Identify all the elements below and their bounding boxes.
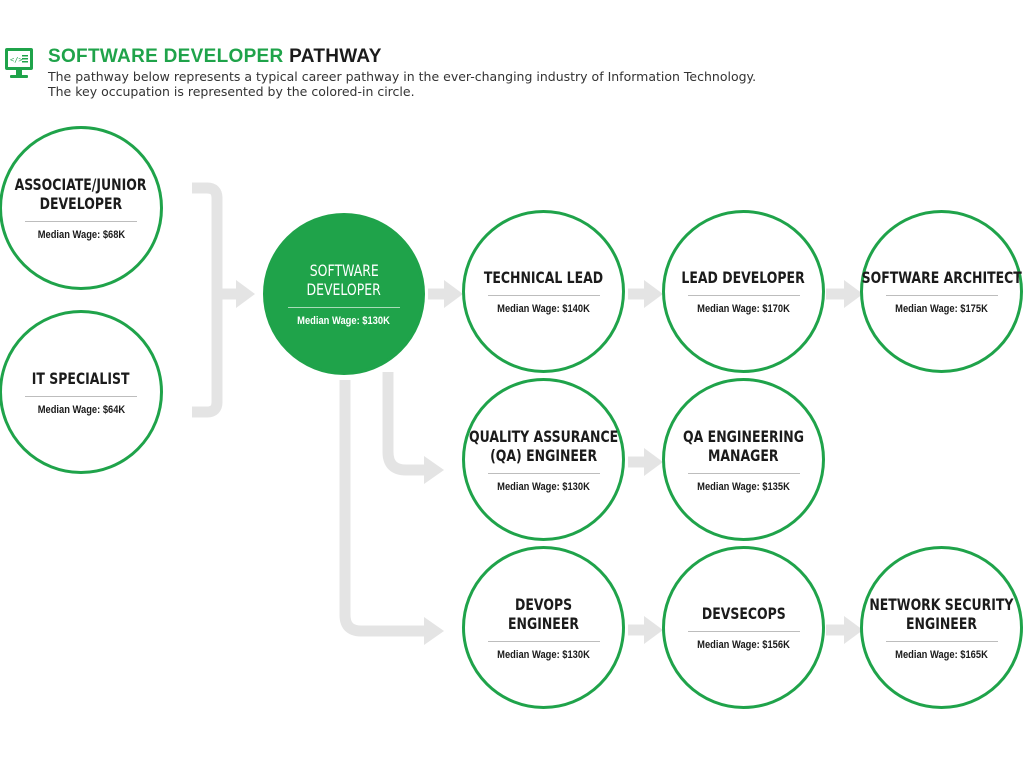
arrowhead-devsecops-to-network: [844, 616, 863, 644]
node-divider: [885, 640, 998, 642]
node-title: DevSecOps: [701, 604, 786, 623]
node-wage: Median Wage: $175K: [895, 303, 988, 315]
page-title-accent: SOFTWARE DEVELOPER: [48, 46, 284, 67]
node-wage: Median Wage: $130K: [497, 648, 590, 661]
node-title: QA ENGINEERING: [683, 426, 804, 446]
node-wage: Median Wage: $130K: [297, 315, 391, 327]
node-software-developer: SOFTWARE DEVELOPER Median Wage: $130K: [263, 213, 425, 375]
node-divider: [885, 295, 998, 296]
node-qa-engineer: QUALITY ASSURANCE (QA) ENGINEER Median W…: [462, 378, 625, 541]
node-wage: Median Wage: $135K: [697, 480, 790, 493]
subtitle-line-1: The pathway below represents a typical c…: [48, 69, 757, 84]
node-qa-engineering-manager: QA ENGINEERING MANAGER Median Wage: $135…: [662, 378, 825, 541]
node-wage: Median Wage: $156K: [697, 639, 790, 651]
node-title: DevOps: [514, 594, 573, 614]
connector-dev-to-qa: [382, 372, 424, 476]
arrowhead-dev-to-tech: [444, 280, 463, 308]
node-title: ASSOCIATE/JUNIOR: [15, 175, 147, 194]
node-divider: [687, 295, 800, 296]
node-lead-developer: LEAD DEVELOPER Median Wage: $170K: [662, 210, 825, 373]
merge-bracket: [192, 182, 223, 418]
node-title: QUALITY ASSURANCE: [468, 426, 619, 446]
node-title: SOFTWARE ARCHITECT: [861, 268, 1022, 287]
svg-text:</>: </>: [10, 56, 23, 64]
node-title: ENGINEER: [906, 613, 977, 633]
node-wage: Median Wage: $170K: [697, 303, 790, 315]
arrowhead-merge: [236, 280, 255, 308]
node-divider: [25, 395, 137, 397]
node-wage: Median Wage: $64K: [37, 403, 125, 416]
node-title: NETWORK SECURITY: [869, 594, 1014, 614]
node-software-architect: SOFTWARE ARCHITECT Median Wage: $175K: [860, 210, 1023, 373]
node-associate-junior-developer: ASSOCIATE/JUNIOR DEVELOPER Median Wage: …: [0, 126, 163, 290]
node-divider: [687, 472, 800, 474]
arrowhead-dev-to-devops: [424, 617, 444, 645]
node-it-specialist: IT SPECIALIST Median Wage: $64K: [0, 310, 163, 474]
node-divider: [288, 307, 400, 308]
node-title: (QA) ENGINEER: [490, 445, 597, 465]
node-divider: [25, 221, 137, 222]
node-title: DEVELOPER: [306, 280, 382, 299]
node-divider: [487, 472, 600, 474]
node-wage: Median Wage: $130K: [497, 480, 590, 493]
node-title: TECHNICAL LEAD: [483, 268, 604, 287]
node-title: IT SPECIALIST: [32, 368, 130, 388]
page-subtitle: The pathway below represents a typical c…: [48, 69, 808, 99]
node-wage: Median Wage: $165K: [895, 648, 988, 661]
node-technical-lead: TECHNICAL LEAD Median Wage: $140K: [462, 210, 625, 373]
node-devsecops: DevSecOps Median Wage: $156K: [662, 546, 825, 709]
node-network-security-engineer: NETWORK SECURITY ENGINEER Median Wage: $…: [860, 546, 1023, 709]
page-title: SOFTWARE DEVELOPER PATHWAY: [48, 46, 382, 68]
node-divider: [487, 295, 600, 296]
connector-dev-to-devops: [339, 380, 424, 637]
arrowhead-lead-to-architect: [844, 280, 863, 308]
node-title: LEAD DEVELOPER: [681, 268, 806, 287]
page-title-rest: PATHWAY: [289, 46, 382, 67]
arrowhead-dev-to-qa: [424, 456, 444, 484]
arrowhead-devops-to-devsecops: [644, 616, 663, 644]
subtitle-line-2: The key occupation is represented by the…: [48, 84, 415, 99]
node-wage: Median Wage: $140K: [497, 303, 590, 315]
node-title: DEVELOPER: [39, 194, 123, 213]
code-monitor-icon: </>: [5, 48, 33, 78]
node-title: SOFTWARE: [309, 261, 379, 280]
node-title: MANAGER: [708, 445, 779, 465]
node-wage: Median Wage: $68K: [37, 229, 125, 241]
node-devops-engineer: DevOps ENGINEER Median Wage: $130K: [462, 546, 625, 709]
node-title: ENGINEER: [508, 613, 579, 633]
node-divider: [487, 640, 600, 642]
arrowhead-qa-to-qamanager: [644, 448, 663, 476]
arrowhead-tech-to-lead: [644, 280, 663, 308]
node-divider: [687, 631, 800, 632]
